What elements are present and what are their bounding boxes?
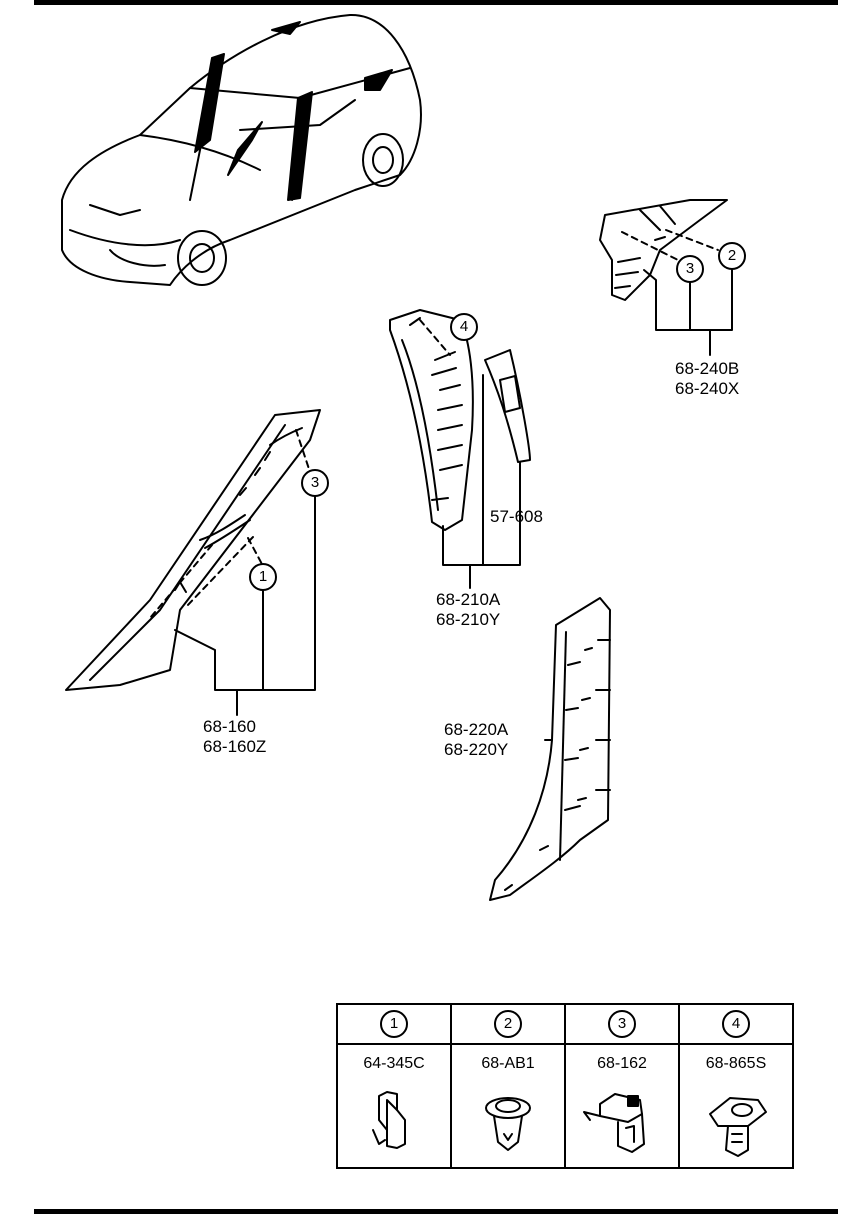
car-overview-illustration: [61, 13, 422, 286]
b-upper-part-number-alt: 68-210Y: [436, 610, 501, 629]
weatherstrip-part-number: 57-608: [490, 507, 543, 526]
b-pillar-upper-trim-illustration: [389, 309, 531, 589]
c-pillar-part-number: 68-240B: [675, 359, 740, 378]
legend-cell-4: 68-865S: [678, 1043, 794, 1169]
bottom-rule: [34, 1209, 838, 1214]
legend-key-2: 2: [450, 1003, 566, 1045]
legend-header-row: 1 2 3 4: [336, 1003, 794, 1045]
fastener-legend-table: 1 2 3 4 64-345C 68-AB1 68-162 68-865S: [336, 1003, 794, 1169]
legend-circle-3: 3: [608, 1010, 636, 1038]
b-lower-part-number-alt: 68-220Y: [444, 740, 509, 759]
c-pillar-trim-illustration: [599, 199, 733, 356]
a-pillar-trim-illustration: [65, 409, 321, 716]
legend-key-1: 1: [336, 1003, 452, 1045]
legend-circle-4: 4: [722, 1010, 750, 1038]
callout-4: 4: [450, 313, 478, 341]
legend-part-number-1: 64-345C: [363, 1055, 425, 1072]
top-rule: [34, 0, 838, 5]
callout-1: 1: [249, 563, 277, 591]
legend-part-number-3: 68-162: [597, 1055, 647, 1072]
legend-circle-1: 1: [380, 1010, 408, 1038]
callout-3-c-pillar: 3: [676, 255, 704, 283]
callout-2: 2: [718, 242, 746, 270]
callout-3-a-pillar: 3: [301, 469, 329, 497]
c-pillar-part-number-alt: 68-240X: [675, 379, 740, 398]
legend-key-3: 3: [564, 1003, 680, 1045]
legend-part-number-4: 68-865S: [705, 1055, 767, 1072]
a-pillar-part-number: 68-160: [203, 717, 256, 736]
legend-key-4: 4: [678, 1003, 794, 1045]
b-upper-part-number: 68-210A: [436, 590, 501, 609]
legend-part-number-2: 68-AB1: [481, 1055, 535, 1072]
b-pillar-lower-trim-illustration: [489, 597, 611, 901]
legend-cell-2: 68-AB1: [450, 1043, 566, 1169]
legend-circle-2: 2: [494, 1010, 522, 1038]
legend-body-row: 64-345C 68-AB1 68-162 68-865S: [336, 1043, 794, 1169]
legend-cell-1: 64-345C: [336, 1043, 452, 1169]
a-pillar-part-number-alt: 68-160Z: [203, 737, 267, 756]
legend-cell-3: 68-162: [564, 1043, 680, 1169]
b-lower-part-number: 68-220A: [444, 720, 509, 739]
